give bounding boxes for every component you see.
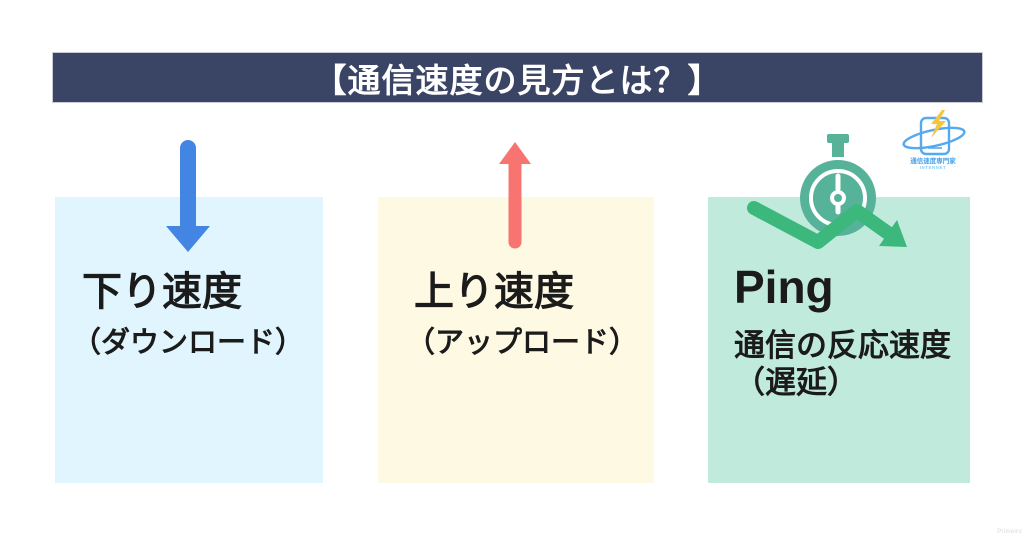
- upload-title: 上り速度: [414, 270, 574, 314]
- logo-text: 通信速度専門家: [910, 158, 956, 165]
- smartphone-lightning-icon: [898, 110, 968, 158]
- stopwatch-icon: [740, 132, 915, 272]
- watermark: Primeiro: [997, 529, 1022, 535]
- download-title: 下り速度: [82, 270, 242, 314]
- download-subtitle: （ダウンロード）: [72, 327, 305, 359]
- page-title: 【通信速度の見方とは？】: [313, 61, 722, 99]
- upload-subtitle: （アップロード）: [406, 327, 639, 359]
- ping-subtitle-2: （遅延）: [734, 365, 858, 400]
- header-bar: 【通信速度の見方とは？】: [52, 52, 983, 103]
- site-logo: 通信速度専門家 INTERNET: [898, 110, 968, 174]
- ping-subtitle: 通信の反応速度: [734, 328, 951, 363]
- logo-subtext: INTERNET: [919, 165, 947, 170]
- upload-arrow-icon: [498, 140, 532, 255]
- ping-box: [708, 197, 970, 483]
- download-arrow-icon: [166, 140, 210, 259]
- ping-title: Ping: [734, 261, 834, 313]
